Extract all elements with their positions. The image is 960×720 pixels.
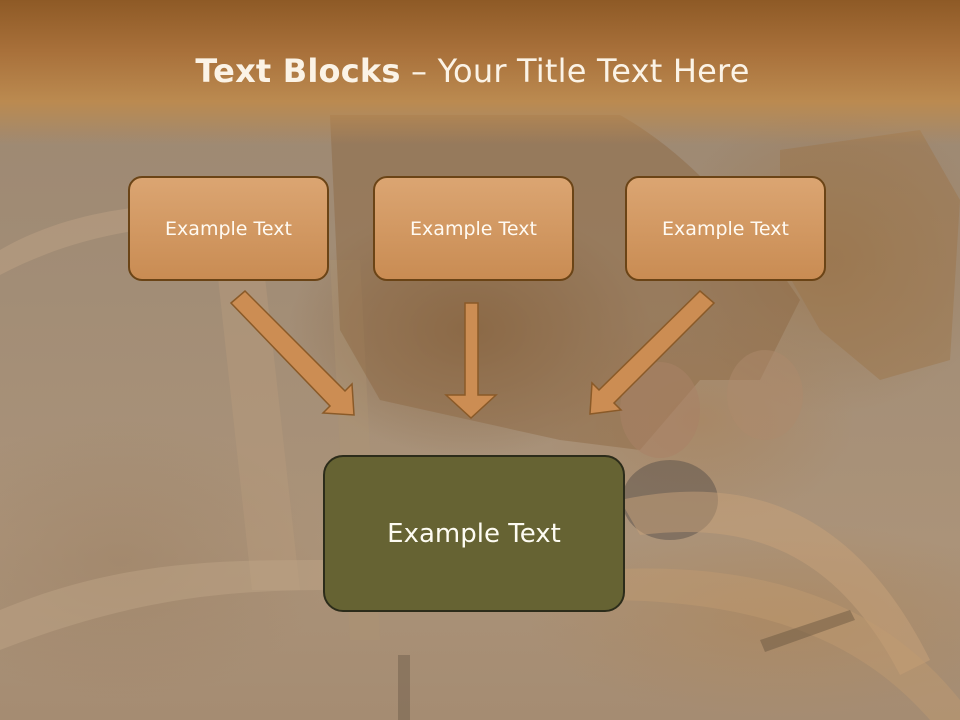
main-text-block[interactable]: Example Text [323, 455, 625, 612]
floor-tool [760, 610, 855, 652]
chair-leg-left [215, 250, 300, 590]
title-separator: – [400, 52, 438, 90]
floor-tool-2 [398, 655, 410, 720]
hand-left [620, 362, 700, 458]
main-text-block-label: Example Text [387, 518, 561, 549]
bent-wood-lower [0, 560, 330, 650]
text-block-1-label: Example Text [165, 217, 292, 240]
hand-right [727, 350, 803, 440]
text-block-3[interactable]: Example Text [625, 176, 826, 281]
title-bold: Text Blocks [195, 52, 401, 90]
text-block-2[interactable]: Example Text [373, 176, 574, 281]
text-block-1[interactable]: Example Text [128, 176, 329, 281]
text-block-2-label: Example Text [410, 217, 537, 240]
title-rest: Your Title Text Here [437, 52, 750, 90]
bent-wood-right-2 [600, 568, 960, 720]
bent-wood-right [620, 491, 930, 675]
text-block-3-label: Example Text [662, 217, 789, 240]
page-title: Text Blocks – Your Title Text Here [0, 52, 945, 90]
title-band [0, 0, 960, 145]
